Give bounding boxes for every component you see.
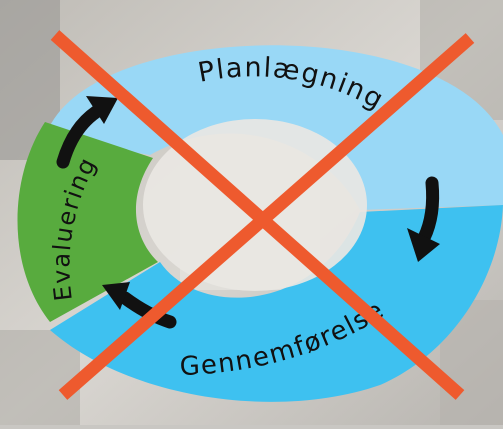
crossed-out-cycle-diagram: Planlægning Gennemførelse Evaluering: [0, 0, 503, 425]
diagram-canvas: Planlægning Gennemførelse Evaluering: [0, 0, 503, 425]
